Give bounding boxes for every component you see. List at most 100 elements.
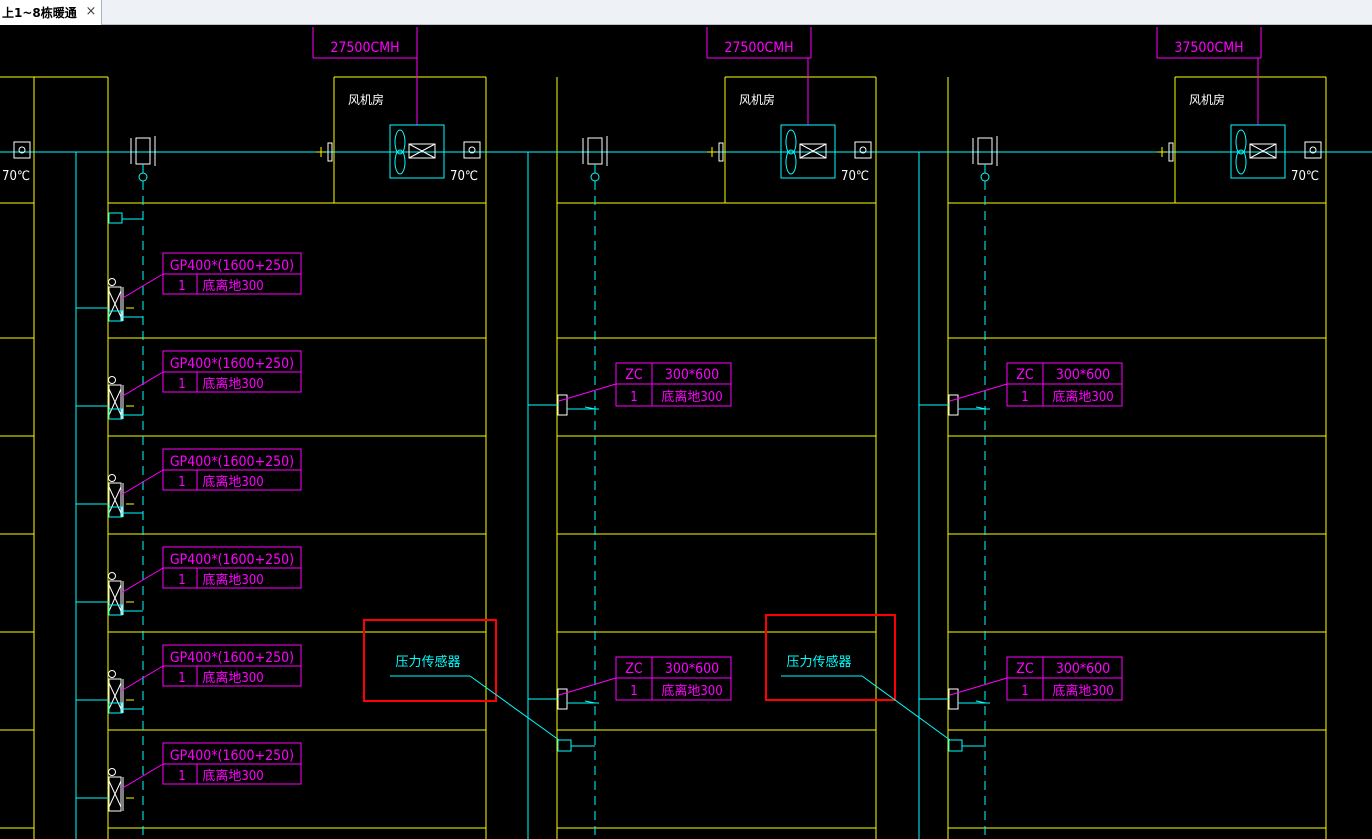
temp-label: 70℃ [1291, 169, 1319, 184]
gp-size-label: GP400*(1600+250) [170, 356, 294, 372]
inlet-marker [1168, 142, 1174, 162]
gp-height-label: 底离地300 [202, 572, 263, 588]
pressure-sensor-1: 压力传感器 [363, 619, 595, 752]
leader-line [120, 273, 164, 300]
fire-damper-icon [463, 141, 481, 159]
leader-line [558, 383, 617, 402]
damper-icon [108, 278, 124, 322]
gp-height-label: 底离地300 [202, 670, 263, 686]
leader-line [120, 469, 164, 496]
leader-line [469, 675, 560, 741]
airflow-tag: 37500CMH [1156, 27, 1262, 59]
fire-damper-icon [854, 141, 872, 159]
pressure-sensor-label: 压力传感器 [786, 654, 851, 670]
zc-qty-label: 1 [630, 684, 637, 699]
zc-tag: ZC 300*600 1 底离地300 [615, 656, 732, 701]
outlet-box-icon [108, 212, 123, 224]
floor-lines: 70℃ [0, 76, 1372, 839]
leader-line [861, 675, 951, 741]
gp-size-label: GP400*(1600+250) [170, 748, 294, 764]
leader-line [120, 763, 164, 790]
airflow-tag: 27500CMH [706, 27, 812, 59]
leader-line [558, 677, 617, 696]
airflow-tag: 27500CMH [312, 27, 418, 59]
leader-line [120, 567, 164, 594]
pressure-sensor-label: 压力传感器 [395, 654, 460, 670]
outlet-icon [948, 394, 959, 416]
damper-icon [108, 474, 124, 518]
airflow-label: 37500CMH [1174, 40, 1243, 56]
zc-size-label: 300*600 [665, 661, 719, 677]
damper-icon [108, 572, 124, 616]
leader-line [120, 371, 164, 398]
fan-unit-icon [1230, 124, 1286, 179]
fan-unit-icon [389, 124, 445, 179]
zc-size-label: 300*600 [665, 367, 719, 383]
zc-height-label: 底离地300 [1052, 683, 1113, 699]
cad-drawing-canvas[interactable]: 70℃风机房27500CMH70℃风机房27500CMH70℃风机房37500C… [0, 25, 1372, 839]
sensor-icon [557, 739, 572, 752]
outlet-connector [975, 700, 987, 704]
fan-room-label: 风机房 [1189, 92, 1225, 107]
zc-outlet-2: ZC 300*600 1 底离地300 [528, 656, 732, 710]
valve-icon [130, 136, 156, 182]
close-icon[interactable]: × [85, 4, 97, 19]
fan-unit-icon [780, 124, 836, 179]
gp-height-label: 底离地300 [202, 278, 263, 294]
bay-3: 风机房 37500CMH 70℃ [918, 27, 1326, 839]
gp-qty-label: 1 [178, 573, 185, 588]
gp-tag: GP400*(1600+250) 1 底离地300 [162, 546, 302, 589]
airflow-label: 27500CMH [330, 40, 399, 56]
fire-damper-icon [13, 141, 31, 159]
leader-line [120, 665, 164, 692]
pressure-sensor-2: 压力传感器 [765, 614, 986, 752]
outlet-icon [557, 394, 568, 416]
fire-damper-icon [1309, 146, 1317, 154]
gp-size-label: GP400*(1600+250) [170, 650, 294, 666]
gp-height-label: 底离地300 [202, 376, 263, 392]
zc-height-label: 底离地300 [661, 683, 722, 699]
outlet-icon [557, 688, 568, 710]
zc-qty-label: 1 [630, 390, 637, 405]
gp-qty-label: 1 [178, 475, 185, 490]
outlet-box-icon [108, 604, 123, 616]
valve-icon [972, 136, 998, 182]
outlet-box-icon [108, 310, 123, 322]
outlet-connector [584, 406, 596, 410]
gp-outlet-2: GP400*(1600+250) 1 底离地300 [76, 310, 302, 420]
gp-tag: GP400*(1600+250) 1 底离地300 [162, 644, 302, 687]
gp-size-label: GP400*(1600+250) [170, 552, 294, 568]
highlight-box [363, 619, 497, 702]
document-tab-bar: 上1~8栋暖通 × [0, 0, 1372, 25]
valve-icon [582, 136, 608, 182]
gp-qty-label: 1 [178, 671, 185, 686]
zc-height-label: 底离地300 [1052, 389, 1113, 405]
damper-icon [108, 768, 124, 812]
leader-line [949, 383, 1008, 402]
gp-qty-label: 1 [178, 279, 185, 294]
fire-damper-icon [468, 146, 476, 154]
gp-qty-label: 1 [178, 377, 185, 392]
temp-label: 70℃ [2, 169, 30, 184]
zc-type-label: ZC [625, 661, 643, 677]
zc-qty-label: 1 [1021, 390, 1028, 405]
document-tab[interactable]: 上1~8栋暖通 × [0, 0, 102, 25]
fan-room-label: 风机房 [348, 92, 384, 107]
document-tab-title: 上1~8栋暖通 [2, 6, 77, 20]
zc-height-label: 底离地300 [661, 389, 722, 405]
inlet-marker [718, 142, 724, 162]
zc-type-label: ZC [1016, 367, 1034, 383]
outlet-icon [948, 688, 959, 710]
